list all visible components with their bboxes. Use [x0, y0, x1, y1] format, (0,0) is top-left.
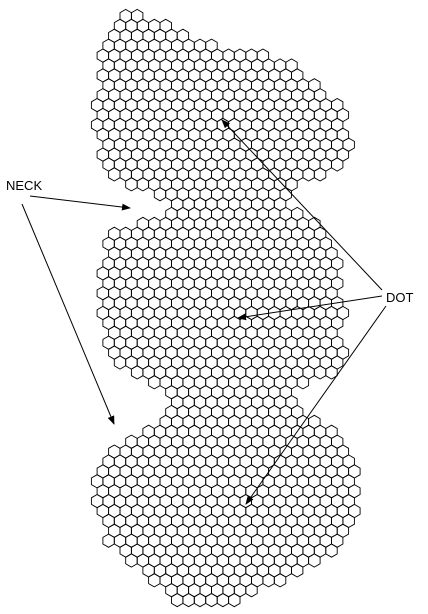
dot-arrow-middle [237, 295, 383, 321]
hexagon-cell [153, 187, 167, 202]
hexagon-cell [296, 375, 310, 390]
hexagon-cell [291, 563, 304, 578]
dot-label: DOT [386, 290, 414, 305]
hexagon-cell [130, 365, 144, 380]
hexagon-cell [148, 573, 161, 588]
annotation-arrows [21, 119, 387, 505]
hexagon-tiling [90, 8, 361, 608]
hexagon-cell [262, 573, 275, 588]
hexagon-cell [273, 573, 287, 588]
hexagon-cell [193, 592, 207, 608]
hexagon-cell [113, 355, 127, 370]
neck-arrow-upper [29, 195, 131, 211]
hexagon-cell [102, 533, 115, 548]
hexagon-cell [205, 592, 218, 608]
hexagon-cell [245, 583, 258, 598]
hexagon-cell [325, 543, 338, 558]
hexagon-cell [313, 167, 327, 182]
dot-arrow-lower [245, 305, 387, 505]
hexagon-cell [228, 592, 241, 608]
hexagon-cell [125, 177, 138, 192]
neck-arrow-lower [21, 203, 115, 425]
hexagon-cell [171, 592, 184, 608]
hexagon-cell [148, 375, 161, 390]
hexagon-cell [125, 553, 138, 568]
dot-arrow-upper [221, 119, 383, 291]
neck-label: NECK [6, 178, 42, 193]
hexagon-cell [216, 592, 230, 608]
hexagon-cell [302, 167, 315, 182]
hexagon-cell [331, 157, 344, 172]
hexagon-cell [108, 167, 121, 182]
hexagon-cell [308, 553, 321, 568]
hexagon-cell [313, 365, 327, 380]
hexagon-cell [182, 592, 195, 608]
hexagon-cell [136, 177, 150, 192]
